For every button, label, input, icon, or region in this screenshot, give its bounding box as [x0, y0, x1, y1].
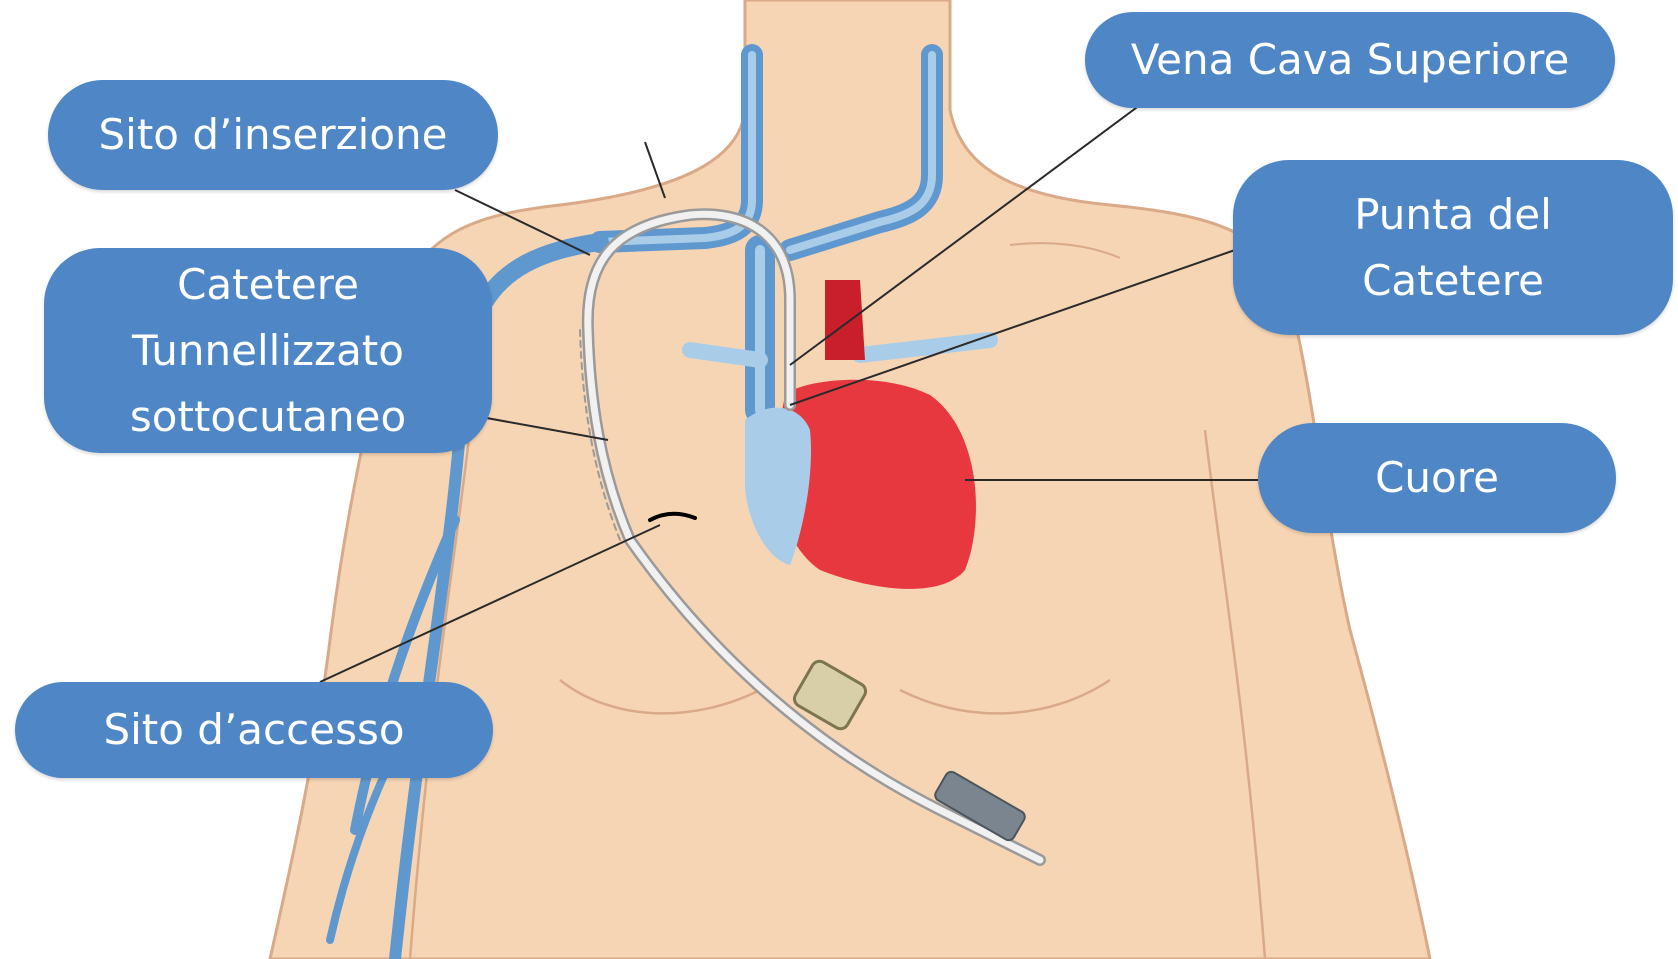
label-text-line2: Catetere	[1362, 248, 1544, 314]
label-text: Cuore	[1375, 445, 1499, 511]
label-text-line1: Punta del	[1354, 182, 1552, 248]
label-text: Sito d’inserzione	[98, 102, 447, 168]
label-punta-catetere: Punta del Catetere	[1233, 160, 1673, 335]
label-cuore: Cuore	[1258, 423, 1616, 533]
label-vena-cava-superiore: Vena Cava Superiore	[1085, 12, 1615, 108]
label-sito-inserzione: Sito d’inserzione	[48, 80, 498, 190]
label-text-line3: sottocutaneo	[130, 384, 406, 450]
label-text: Sito d’accesso	[103, 697, 404, 763]
label-catetere-tunnellizzato: Catetere Tunnellizzato sottocutaneo	[44, 248, 492, 453]
label-sito-accesso: Sito d’accesso	[15, 682, 493, 778]
label-text: Vena Cava Superiore	[1131, 27, 1570, 93]
label-text-line1: Catetere	[177, 252, 359, 318]
label-text-line2: Tunnellizzato	[132, 318, 404, 384]
